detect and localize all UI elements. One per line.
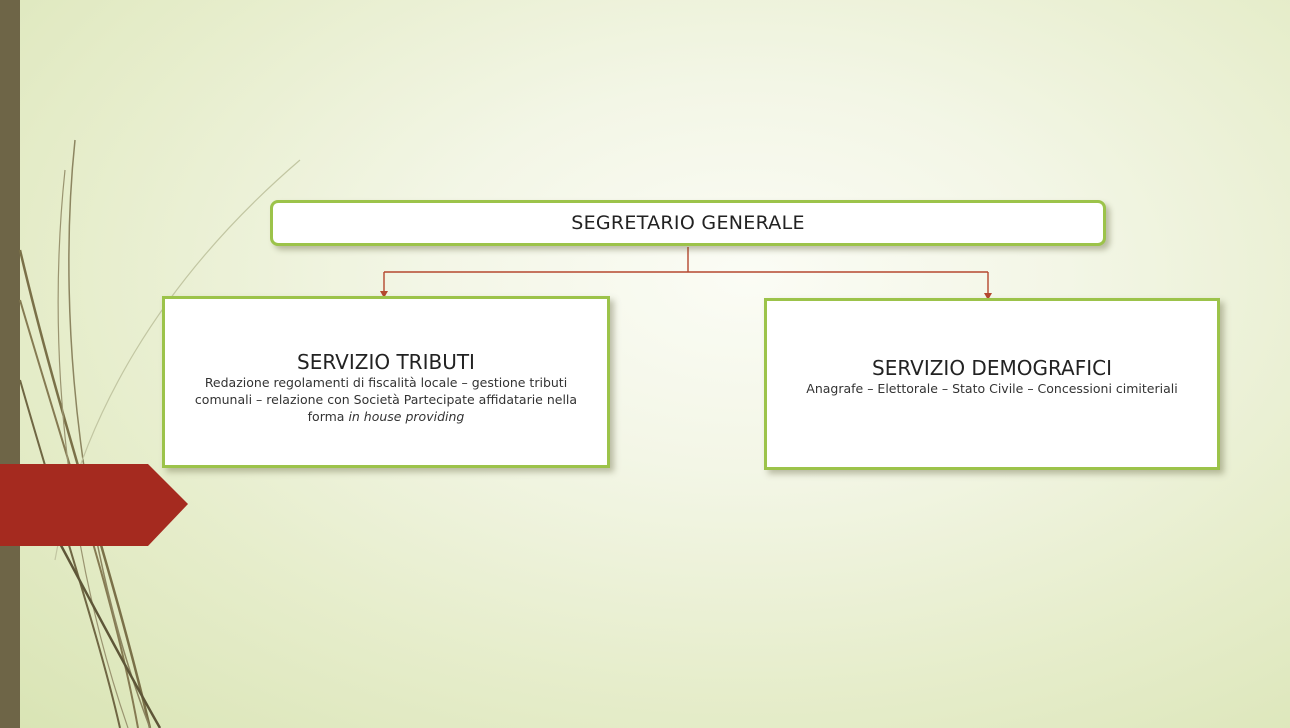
segretario-generale-title: SEGRETARIO GENERALE — [571, 212, 805, 234]
servizio-tributi-description: Redazione regolamenti di fiscalità local… — [177, 374, 595, 425]
segretario-generale-box: SEGRETARIO GENERALE — [270, 200, 1106, 246]
servizio-demografici-description: Anagrafe – Elettorale – Stato Civile – C… — [806, 380, 1178, 396]
servizio-tributi-description-italic: in house providing — [348, 408, 465, 424]
servizio-tributi-description-text: Redazione regolamenti di fiscalità local… — [194, 374, 578, 424]
red-arrow-shape — [0, 464, 188, 546]
servizio-tributi-title: SERVIZIO TRIBUTI — [297, 349, 475, 374]
servizio-demografici-title: SERVIZIO DEMOGRAFICI — [872, 355, 1112, 380]
servizio-tributi-box: SERVIZIO TRIBUTI Redazione regolamenti d… — [162, 296, 610, 468]
servizio-demografici-box: SERVIZIO DEMOGRAFICI Anagrafe – Elettora… — [764, 298, 1220, 470]
